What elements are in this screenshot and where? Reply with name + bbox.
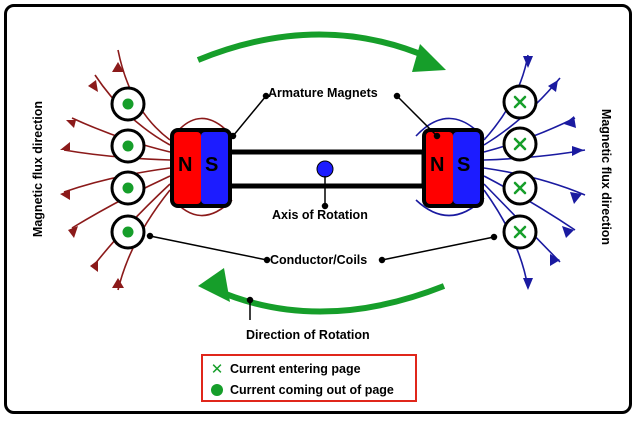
legend-row-entering: ✕ Current entering page bbox=[209, 359, 361, 379]
conductor-coils-left bbox=[110, 86, 146, 250]
magnet-right-north-label: N bbox=[430, 154, 445, 176]
magnet-right-south-label: S bbox=[457, 154, 471, 176]
leader-lines bbox=[146, 92, 498, 320]
dot-icon bbox=[209, 382, 225, 398]
legend-entering-text: Current entering page bbox=[230, 362, 361, 376]
leader-coils-left bbox=[149, 235, 268, 261]
magnet-left-north-label: N bbox=[178, 154, 193, 176]
legend: ✕ Current entering page Current coming o… bbox=[201, 354, 417, 402]
diagram-frame bbox=[4, 4, 632, 414]
flux-direction-right-label: Magnetic flux direction bbox=[599, 108, 614, 246]
rotor-shaft bbox=[225, 149, 427, 189]
flux-lines-right bbox=[415, 54, 586, 290]
leader-coils-right bbox=[381, 236, 495, 261]
rotation-arrow-top bbox=[196, 31, 446, 72]
magnet-left-south-label: S bbox=[205, 154, 219, 176]
cross-icon: ✕ bbox=[210, 359, 224, 378]
rotation-arrow-bottom bbox=[198, 268, 446, 315]
leader-armature-left bbox=[232, 95, 267, 137]
axis-of-rotation-label: Axis of Rotation bbox=[272, 208, 368, 222]
leader-armature-right bbox=[396, 95, 438, 137]
armature-magnets-label: Armature Magnets bbox=[268, 86, 378, 100]
magnet-right bbox=[422, 128, 484, 208]
direction-of-rotation-label: Direction of Rotation bbox=[246, 328, 370, 342]
conductor-coils-label: Conductor/Coils bbox=[270, 253, 368, 267]
magnet-left bbox=[170, 128, 232, 208]
legend-coming-out-text: Current coming out of page bbox=[230, 383, 394, 397]
legend-row-coming-out: Current coming out of page bbox=[209, 380, 394, 400]
flux-direction-left-label: Magnetic flux direction bbox=[31, 100, 46, 238]
conductor-coils-right bbox=[502, 84, 538, 250]
